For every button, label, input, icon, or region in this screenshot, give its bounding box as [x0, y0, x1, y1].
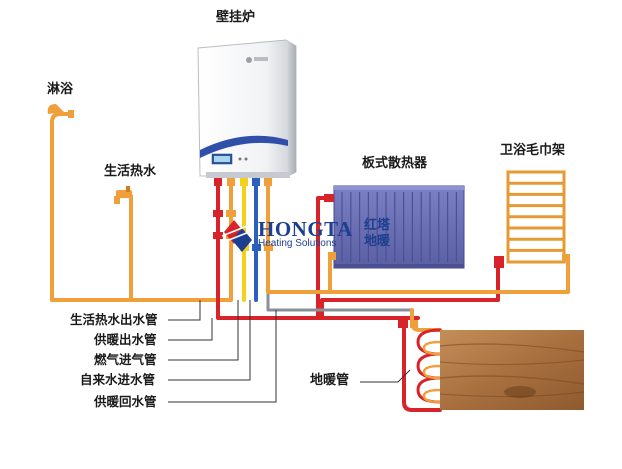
- watermark-cn-line2: 地暖: [364, 234, 391, 249]
- boiler-title: 壁挂炉: [216, 10, 256, 25]
- wall-boiler: [197, 39, 297, 178]
- hot-water-label: 生活热水: [104, 164, 157, 179]
- radiator-label: 板式散热器: [362, 156, 428, 171]
- towel-rack-label: 卫浴毛巾架: [500, 143, 566, 158]
- legend-cold-water-inlet: 自来水进水管: [80, 372, 156, 387]
- watermark-tagline: Heating Solutions: [258, 238, 337, 249]
- panel-radiator: [324, 185, 465, 269]
- shower-head-icon: [47, 104, 74, 118]
- floor-heating-coil: [416, 328, 442, 404]
- legend-hot-water-outlet: 生活热水出水管: [70, 312, 158, 327]
- shower-label: 淋浴: [47, 82, 74, 97]
- towel-rack: [494, 170, 570, 268]
- hongta-logo-mark: [221, 220, 255, 252]
- legend-heating-supply: 供暖出水管: [94, 332, 157, 347]
- wooden-floor: [398, 320, 585, 410]
- legend-gas-inlet: 燃气进气管: [94, 352, 157, 367]
- faucet-icon: [114, 186, 132, 204]
- legend-heating-return: 供暖回水管: [94, 394, 157, 409]
- watermark-brand: HONGTA: [258, 217, 353, 241]
- watermark-cn-line1: 红塔: [364, 218, 391, 233]
- pipe-heating-supply: [216, 178, 420, 320]
- legend-leader-lines: [168, 300, 411, 403]
- floor-heating-label: 地暖管: [310, 373, 350, 388]
